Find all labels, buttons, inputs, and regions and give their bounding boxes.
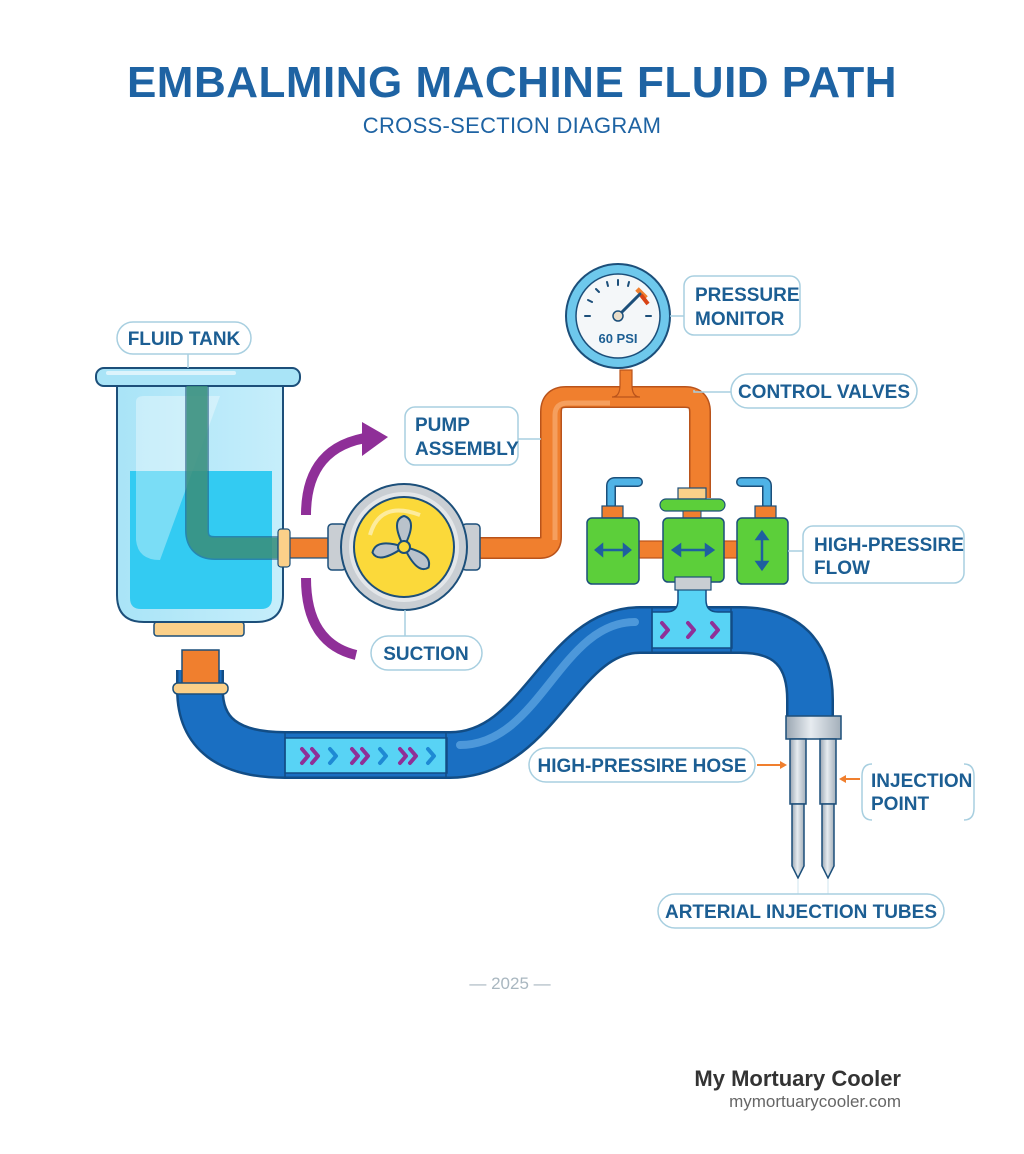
arterial-injection-tubes [785,715,842,880]
label-fluid-tank: FLUID TANK [116,321,252,368]
pressure-monitor-label-line2: MONITOR [695,309,785,330]
fluid-tank [95,367,301,695]
hose-flow-window-lower [284,733,448,778]
high-pressure-flow-label-line1: HIGH-PRESSIRE [814,535,964,556]
orange-supply-pipes [277,369,755,568]
brand-url: mymortuarycooler.com [729,1092,901,1111]
label-high-pressure-hose: HIGH-PRESSIRE HOSE [528,747,787,783]
arterial-injection-tubes-label: ARTERIAL INJECTION TUBES [665,902,937,923]
fluid-tank-label: FLUID TANK [128,329,241,350]
horizontal-double-arrow-icon [594,542,632,558]
chevron-right-icon [300,747,436,765]
injection-point-label-line2: POINT [871,794,929,815]
pressure-monitor-label-line1: PRESSURE [695,285,800,306]
label-suction: SUCTION [370,610,483,671]
page-subtitle: CROSS-SECTION DIAGRAM [362,113,662,138]
high-pressure-hose-label: HIGH-PRESSIRE HOSE [537,756,746,777]
year-caption: — 2025 — [469,974,551,993]
label-arterial-injection-tubes: ARTERIAL INJECTION TUBES [657,880,945,929]
pressure-gauge: 60 PSI [565,263,671,369]
high-pressure-flow-label-line2: FLOW [814,558,870,579]
high-pressure-hose [176,606,834,779]
label-injection-point: INJECTION POINT [839,763,975,821]
brand-name: My Mortuary Cooler [694,1066,901,1091]
gauge-reading: 60 PSI [598,331,637,346]
label-high-pressure-flow: HIGH-PRESSIRE FLOW [788,525,965,584]
label-pump-assembly: PUMP ASSEMBLY [404,406,541,466]
pump-assembly-label-line1: PUMP [415,415,470,436]
horizontal-double-arrow-icon [670,542,716,558]
pump-assembly-label-line2: ASSEMBLY [415,439,519,460]
label-pressure-monitor: PRESSURE MONITOR [670,275,801,336]
hose-flow-window-upper [651,587,733,653]
page-title: EMBALMING MACHINE FLUID PATH [126,58,898,107]
suction-flow-arrow [301,422,388,660]
chevron-right-icon [660,621,720,639]
pump-assembly [327,483,481,611]
vertical-double-arrow-icon [754,529,770,572]
control-valves [586,477,789,591]
propeller-icon [371,514,431,571]
control-valves-label: CONTROL VALVES [738,382,910,403]
suction-label: SUCTION [383,644,469,665]
label-control-valves: CONTROL VALVES [693,373,918,409]
injection-point-label-line1: INJECTION [871,771,972,792]
